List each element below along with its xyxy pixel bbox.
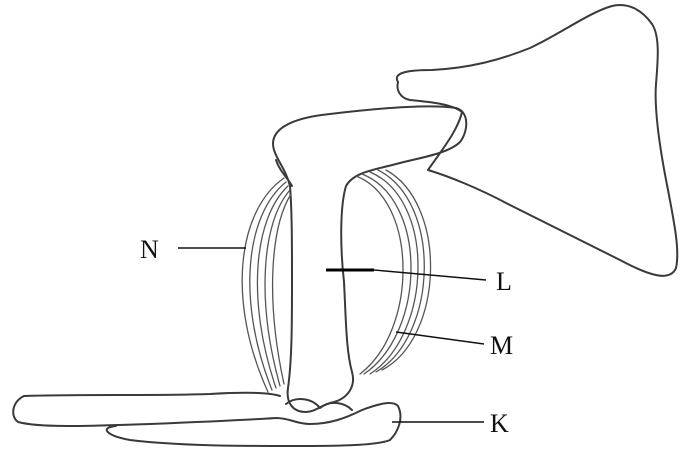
leader-m <box>396 332 484 344</box>
label-m: M <box>490 331 513 360</box>
scapula-bone <box>397 5 677 276</box>
muscle-n <box>242 178 291 392</box>
label-l: L <box>496 267 512 296</box>
label-k: K <box>490 409 509 438</box>
forearm-upper-edge <box>24 393 280 396</box>
label-n: N <box>140 235 159 264</box>
